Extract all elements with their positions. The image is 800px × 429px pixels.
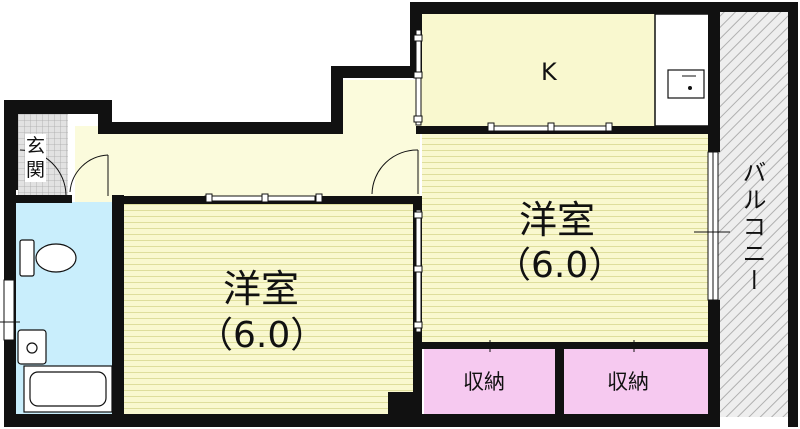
sliding-doors bbox=[204, 29, 613, 333]
closet-door-marks bbox=[489, 340, 635, 352]
closet-right bbox=[564, 348, 708, 414]
entrance-label-top: 玄 bbox=[26, 135, 46, 157]
bathtub-icon bbox=[23, 365, 113, 413]
east-room-name: 洋室 bbox=[519, 198, 596, 242]
west-room-floor bbox=[122, 204, 418, 414]
toilet-icon bbox=[19, 239, 77, 277]
closet-left-label: 収納 bbox=[463, 370, 505, 394]
entrance-label-bottom: 関 bbox=[26, 159, 46, 181]
walls bbox=[4, 2, 798, 427]
balcony-floor bbox=[718, 12, 790, 417]
hallway-floor bbox=[75, 126, 420, 202]
wash-basin-icon bbox=[17, 329, 47, 365]
hallway-floor-upper bbox=[340, 80, 420, 130]
east-room-floor bbox=[422, 133, 712, 345]
entrance-label: 玄 関 bbox=[25, 134, 47, 182]
balcony-label: バルコニー bbox=[738, 160, 766, 295]
bath-window bbox=[3, 279, 15, 341]
closet-right-label: 収納 bbox=[607, 370, 649, 394]
kitchen-sink bbox=[667, 69, 705, 99]
east-room-size: （6.0） bbox=[495, 245, 625, 286]
west-room-name: 洋室 bbox=[223, 267, 300, 311]
west-room-size: （6.0） bbox=[197, 315, 327, 356]
kitchen-label: K bbox=[541, 58, 557, 86]
closet-left bbox=[424, 348, 556, 414]
